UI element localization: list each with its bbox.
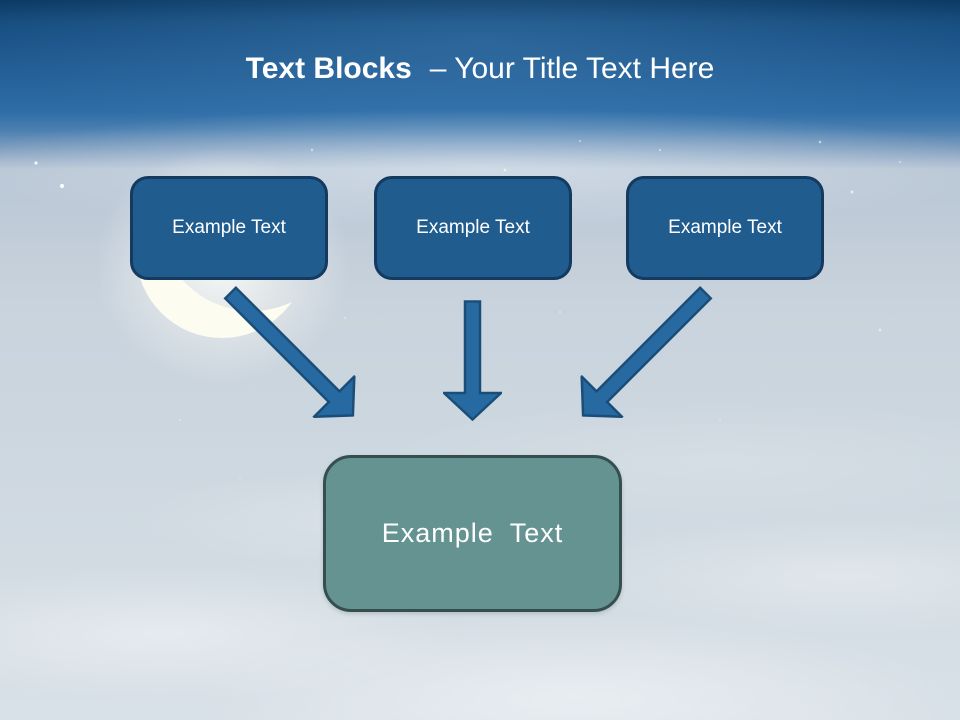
title-bold-text: Text Blocks <box>245 52 412 85</box>
arrow-down-left-icon <box>580 285 713 419</box>
source-block-3-label: Example Text <box>668 217 782 238</box>
page-title: Text Blocks – Your Title Text Here <box>0 52 960 86</box>
source-block-2: Example Text <box>374 176 572 280</box>
source-block-1-label: Example Text <box>172 217 286 238</box>
target-block: Example Text <box>323 455 622 612</box>
source-block-2-label: Example Text <box>416 217 530 238</box>
arrow-down-right-icon <box>223 285 356 419</box>
title-regular-text: – Your Title Text Here <box>429 52 715 85</box>
source-block-3: Example Text <box>626 176 824 280</box>
source-block-1: Example Text <box>130 176 328 280</box>
arrow-down-icon <box>443 300 502 421</box>
target-block-label: Example Text <box>381 518 564 548</box>
